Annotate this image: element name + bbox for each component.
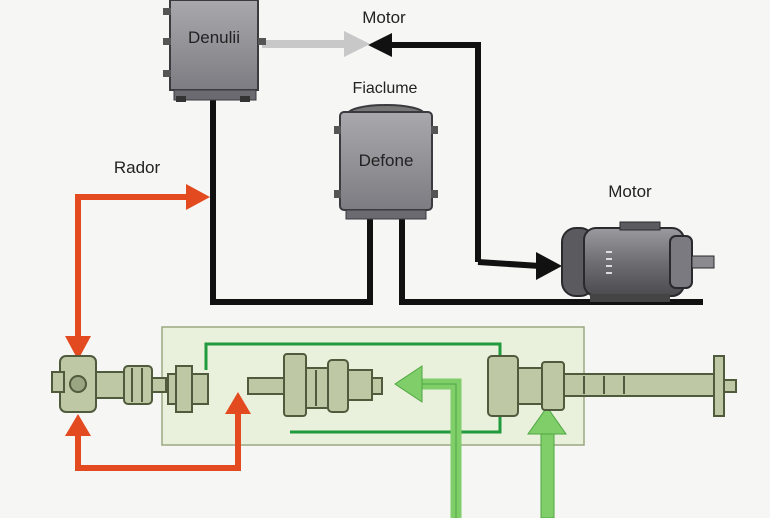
black-arrow-to-right-motor [477,259,541,269]
coupling-icon [167,365,209,413]
green-circuit-line [204,342,502,434]
rador-label: Rador [114,158,161,177]
black-arrow-head-right [536,252,562,280]
green-arrows [394,365,567,518]
right-motor-label: Motor [608,182,652,201]
red-arrows [65,184,251,471]
defone-tank[interactable] [334,104,438,220]
right-cylinder-icon [487,355,737,417]
denulii-box[interactable] [163,0,266,102]
denulii-label: Denulii [188,28,240,47]
fiaclume-label: Fiaclume [353,80,418,97]
defone-label: Defone [359,151,414,170]
left-valve-icon [51,355,167,413]
top-motor-label: Motor [362,8,406,27]
black-arrow-to-top-motor [388,42,481,262]
black-arrow-head-top [368,33,392,57]
gray-arrow-shaft [262,40,346,48]
central-pump-icon [247,353,383,417]
right-motor-icon [561,221,715,302]
gray-arrow-head [344,31,370,57]
